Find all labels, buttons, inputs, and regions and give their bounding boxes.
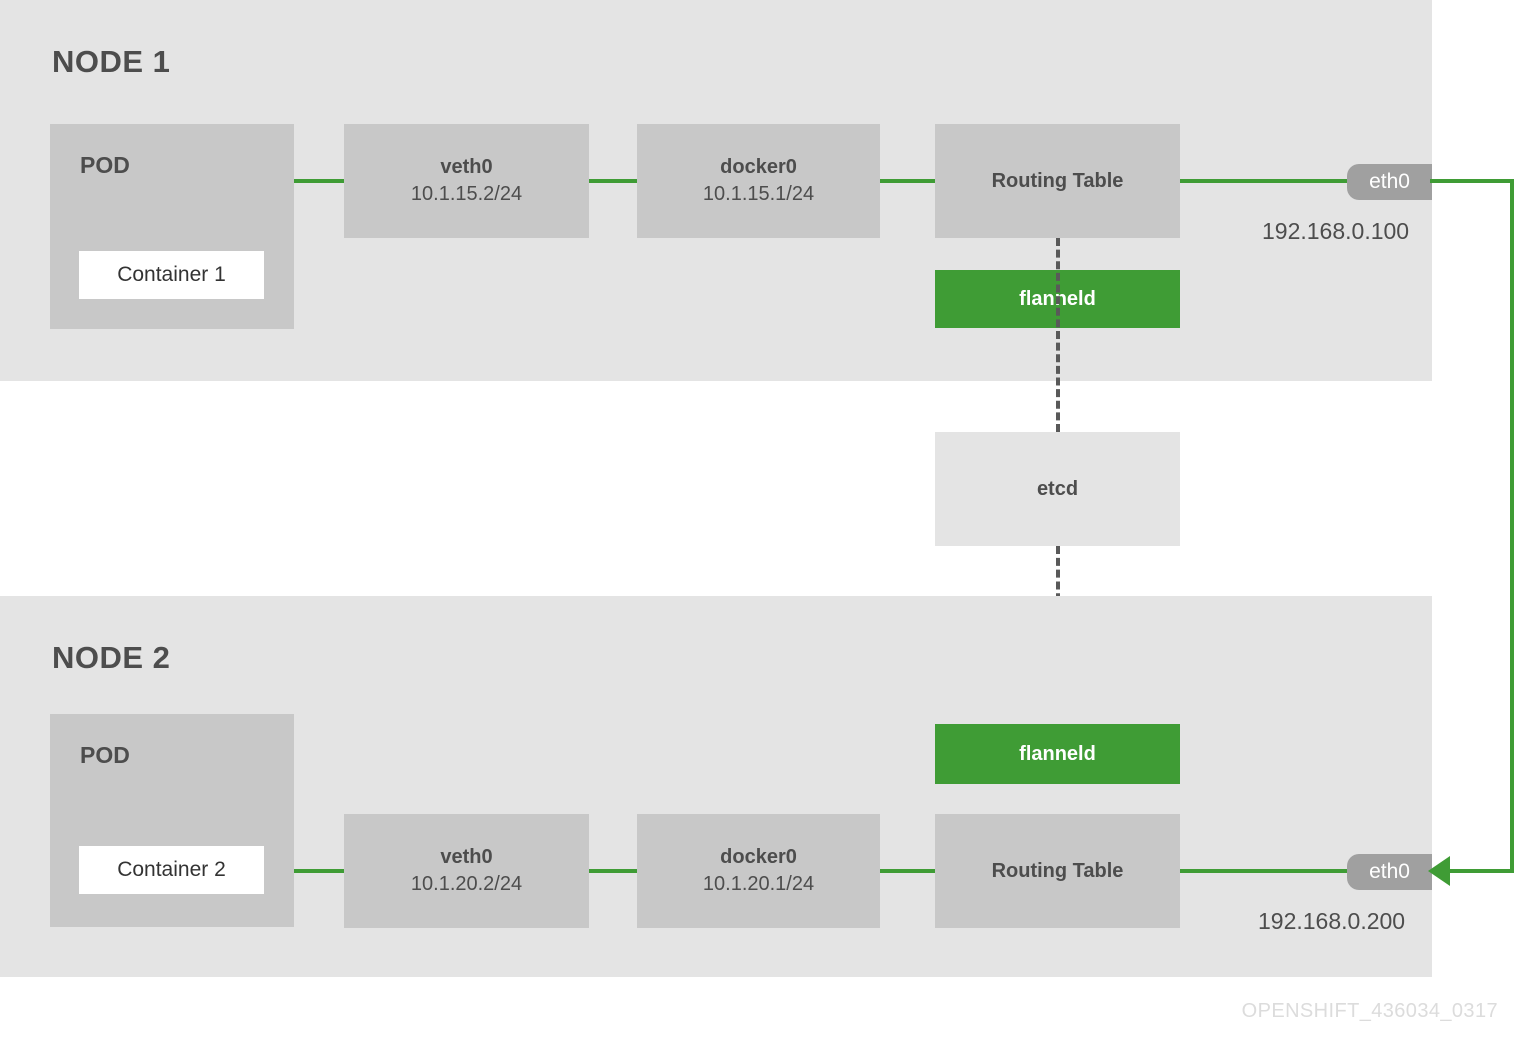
link-routing-to-eth-node2: [1178, 869, 1350, 873]
veth0-ip-node1: 10.1.15.2/24: [410, 183, 523, 205]
link-pod-to-veth-node1: [294, 179, 346, 183]
eth0-ip-node1: 192.168.0.100: [1262, 218, 1410, 244]
veth0-box-node2: veth0 10.1.20.2/24: [344, 814, 589, 928]
veth0-name-node1: veth0: [440, 156, 493, 178]
docker0-box-node1: docker0 10.1.15.1/24: [637, 124, 880, 238]
pod-box-node2: POD: [50, 714, 294, 927]
eth0-ip-node2: 192.168.0.200: [1258, 908, 1406, 934]
docker0-box-node2: docker0 10.1.20.1/24: [637, 814, 880, 928]
veth0-box-node1: veth0 10.1.15.2/24: [344, 124, 589, 238]
node-2-title: NODE 2: [52, 640, 171, 675]
link-docker-to-routing-node1: [878, 179, 937, 183]
etcd-label: etcd: [1036, 477, 1079, 500]
link-routing-to-eth-node1: [1178, 179, 1350, 183]
eth0-pill-node2: eth0: [1347, 854, 1432, 890]
docker0-name-node2: docker0: [720, 846, 797, 868]
veth0-name-node2: veth0: [440, 846, 493, 868]
container-box-node2: Container 2: [79, 846, 264, 894]
link-pod-to-veth-node2: [294, 869, 346, 873]
watermark-label: OPENSHIFT_436034_0317: [1241, 1000, 1498, 1022]
eth0-pill-node1: eth0: [1347, 164, 1432, 200]
veth0-ip-node2: 10.1.20.2/24: [410, 873, 523, 895]
pod-label-node1: POD: [80, 152, 130, 178]
flanneld-box-node2: flanneld: [935, 724, 1180, 784]
flanneld-label-node2: flanneld: [1019, 742, 1096, 765]
etcd-box: etcd: [935, 432, 1180, 546]
link-veth-to-docker-node1: [587, 179, 639, 183]
routing-table-label-node2: Routing Table: [991, 859, 1124, 882]
container-box-node1: Container 1: [79, 251, 264, 299]
routing-table-label-node1: Routing Table: [991, 169, 1124, 192]
external-link-top-segment: [1430, 179, 1514, 183]
routing-table-box-node1: Routing Table: [935, 124, 1180, 238]
pod-label-node2: POD: [80, 742, 130, 768]
routing-table-box-node2: Routing Table: [935, 814, 1180, 928]
docker0-ip-node1: 10.1.15.1/24: [702, 183, 815, 205]
dashed-link-flanneld-etcd-node1: [1056, 238, 1060, 432]
docker0-name-node1: docker0: [720, 156, 797, 178]
arrow-left-icon: [1428, 856, 1450, 886]
link-docker-to-routing-node2: [878, 869, 937, 873]
external-link-bottom-segment: [1448, 869, 1514, 873]
docker0-ip-node2: 10.1.20.1/24: [702, 873, 815, 895]
node-1-title: NODE 1: [52, 44, 171, 79]
external-link-right-segment: [1510, 179, 1514, 873]
link-veth-to-docker-node2: [587, 869, 639, 873]
